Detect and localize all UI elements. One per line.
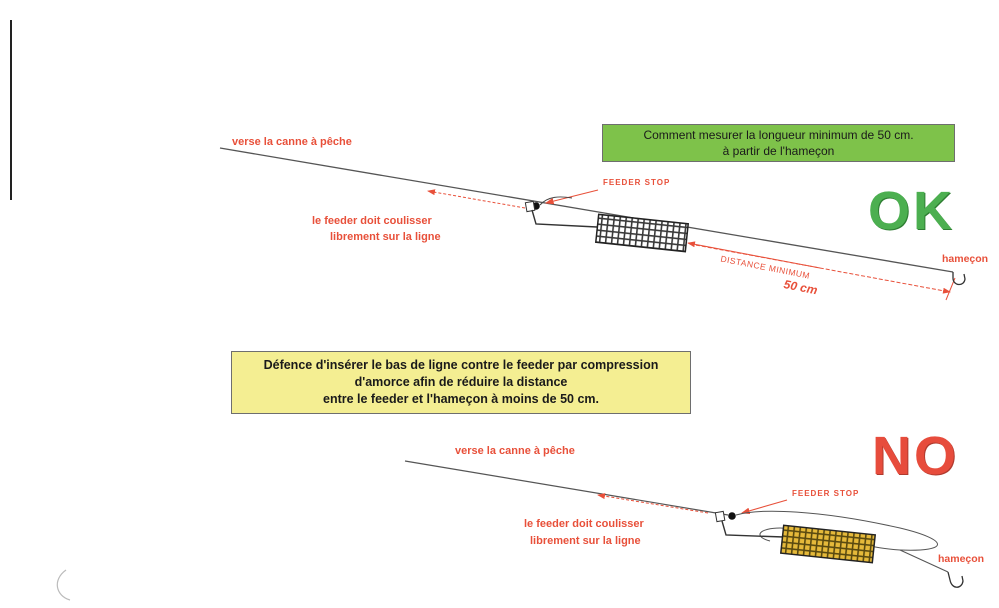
feeder-stop-label: FEEDER STOP — [603, 178, 670, 187]
warning-info-line1: Défence d'insérer le bas de ligne contre… — [263, 358, 659, 372]
distance-arrow-left — [687, 241, 821, 269]
slide-label-line1: le feeder doit coulisser — [312, 215, 433, 227]
slide-label-line2: librement sur la ligne — [530, 535, 641, 547]
slide-label-line1: le feeder doit coulisser — [524, 518, 645, 530]
no-verdict: NO — [872, 426, 959, 486]
measure-info-box: Comment mesurer la longueur minimum de 5… — [602, 124, 955, 162]
slide-arrow — [597, 493, 709, 514]
looped-hook-link — [735, 510, 938, 551]
warning-info-line2: d'amorce afin de réduire la distance — [354, 375, 568, 389]
feeder-stop-bead — [728, 512, 736, 520]
measure-info-line2: à partir de l'hameçon — [722, 144, 835, 158]
slide-arrow — [427, 189, 526, 209]
feeder-cage — [779, 524, 877, 564]
rod-label: verse la canne à pêche — [232, 136, 352, 148]
hook-link — [539, 196, 573, 206]
feeder-arm — [721, 520, 785, 538]
main-line — [404, 460, 729, 516]
feeder-stop-arrow — [740, 499, 788, 515]
feeder-swivel — [714, 510, 726, 523]
feeder-stop-arrow — [544, 189, 599, 205]
rod-label: verse la canne à pêche — [455, 445, 575, 457]
hook-icon — [947, 571, 964, 588]
feeder-arm — [531, 209, 598, 228]
measure-info-line1: Comment mesurer la longueur minimum de 5… — [643, 128, 914, 142]
feeder-cage — [594, 213, 690, 253]
hook-icon — [952, 272, 966, 286]
warning-info-box: Défence d'insérer le bas de ligne contre… — [231, 351, 691, 414]
scan-artifact — [56, 569, 71, 601]
main-line — [219, 147, 954, 273]
hook-label: hameçon — [938, 553, 984, 565]
ok-verdict: OK — [868, 181, 955, 241]
distance-value: 50 cm — [783, 277, 819, 297]
hook-link-end — [899, 549, 949, 573]
bottom-panel: verse la canne à pêche le feeder doit co… — [404, 445, 984, 588]
warning-info-line3: entre le feeder et l'hameçon à moins de … — [323, 392, 599, 406]
feeder-swivel — [524, 200, 536, 213]
feeder-stop-label: FEEDER STOP — [792, 489, 859, 498]
hook-label: hameçon — [942, 253, 988, 265]
slide-label-line2: librement sur la ligne — [330, 231, 441, 243]
